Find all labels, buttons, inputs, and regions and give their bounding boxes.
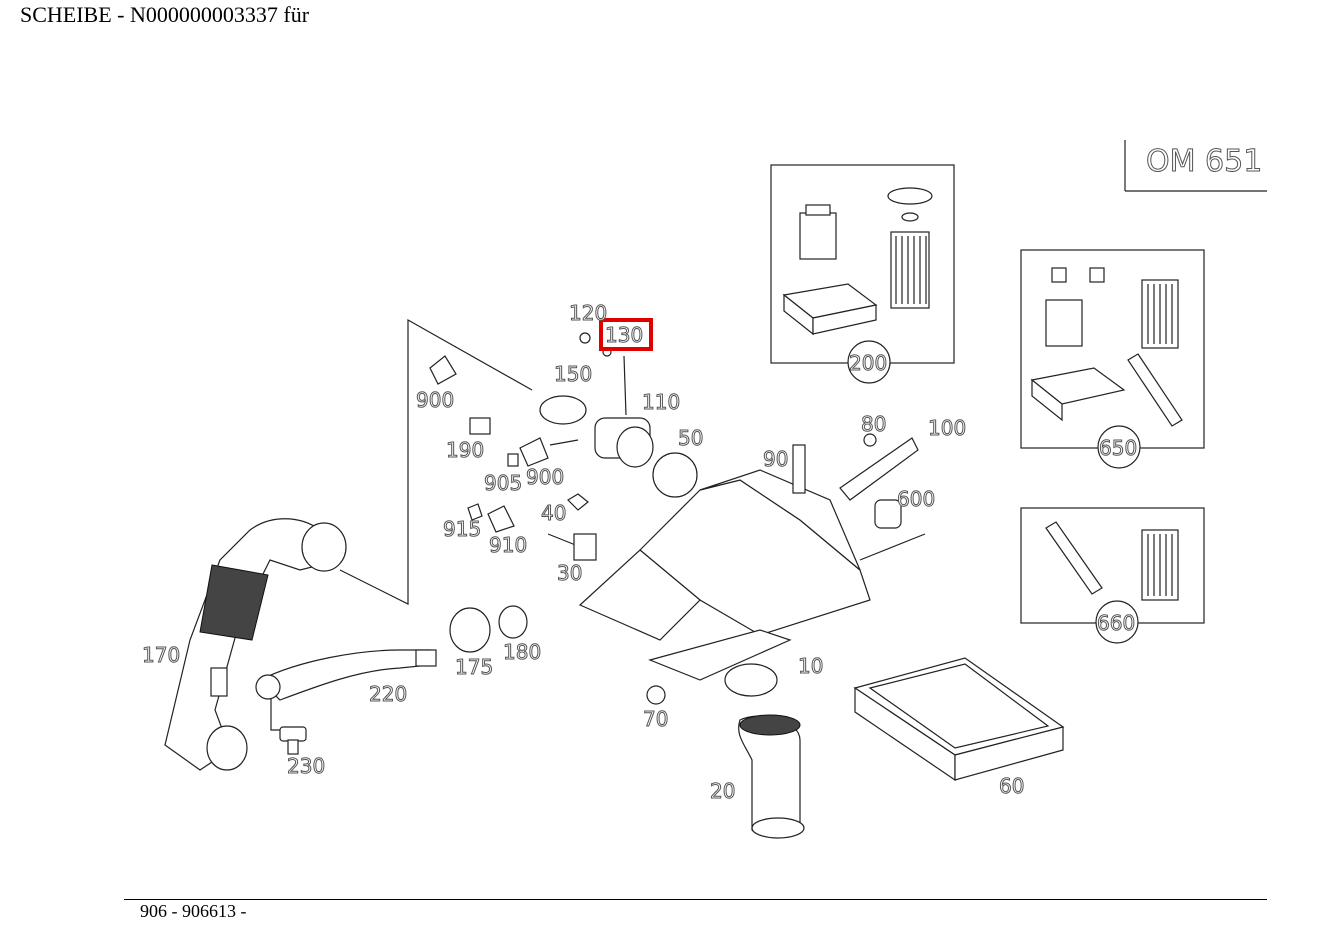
hose-220-group bbox=[255, 605, 528, 755]
callout-910[interactable]: 910 bbox=[489, 533, 528, 558]
callout-220[interactable]: 220 bbox=[369, 682, 408, 707]
callout-30[interactable]: 30 bbox=[557, 561, 583, 586]
engine-code-label: OM 651 bbox=[1145, 144, 1263, 180]
intake-duct bbox=[738, 714, 805, 839]
air-mass-sensor-group bbox=[429, 332, 698, 561]
engine-code-box bbox=[1124, 140, 1267, 192]
callout-90[interactable]: 80 bbox=[861, 412, 887, 437]
air-filter-housing bbox=[578, 433, 919, 705]
callout-150[interactable]: 150 bbox=[554, 362, 593, 387]
callout-905[interactable]: 905 bbox=[484, 471, 523, 496]
callout-120[interactable]: 120 bbox=[569, 301, 608, 326]
callout-660[interactable]: 660 bbox=[1097, 611, 1136, 636]
callout-175[interactable]: 175 bbox=[455, 655, 494, 680]
callout-180[interactable]: 180 bbox=[503, 640, 542, 665]
callout-900-b[interactable]: 900 bbox=[526, 465, 565, 490]
callout-170[interactable]: 170 bbox=[142, 643, 181, 668]
page-title: SCHEIBE - N000000003337 für bbox=[20, 2, 310, 27]
callout-100[interactable]: 600 bbox=[897, 487, 936, 512]
callout-650[interactable]: 650 bbox=[1099, 436, 1138, 461]
kit-box-650 bbox=[1020, 249, 1205, 469]
callout-190[interactable]: 190 bbox=[446, 438, 485, 463]
callout-20[interactable]: 60 bbox=[999, 774, 1025, 799]
leader-lines bbox=[270, 318, 926, 731]
callout-110[interactable]: 110 bbox=[642, 390, 681, 415]
callout-50[interactable]: 50 bbox=[678, 426, 704, 451]
footer-reference: 906 - 906613 - bbox=[140, 901, 247, 921]
callout-915[interactable]: 915 bbox=[443, 517, 482, 542]
callout-10[interactable]: 10 bbox=[798, 654, 824, 679]
callout-900-a[interactable]: 900 bbox=[416, 388, 455, 413]
kit-box-600 bbox=[770, 164, 955, 384]
footer-divider bbox=[124, 899, 1267, 900]
callout-230[interactable]: 230 bbox=[287, 754, 326, 779]
callout-80[interactable]: 100 bbox=[928, 416, 967, 441]
kit-box-660 bbox=[1020, 507, 1205, 644]
callout-70[interactable]: 70 bbox=[643, 707, 669, 732]
callout-40[interactable]: 40 bbox=[541, 501, 567, 526]
callout-200[interactable]: 20 bbox=[710, 779, 736, 804]
highlight-box-130 bbox=[599, 318, 653, 351]
callout-600[interactable]: 200 bbox=[849, 351, 888, 376]
callout-60[interactable]: 90 bbox=[763, 447, 789, 472]
charge-air-hose bbox=[164, 518, 347, 771]
callout-130[interactable]: 130 bbox=[605, 323, 644, 348]
air-filter-element bbox=[853, 657, 1065, 782]
